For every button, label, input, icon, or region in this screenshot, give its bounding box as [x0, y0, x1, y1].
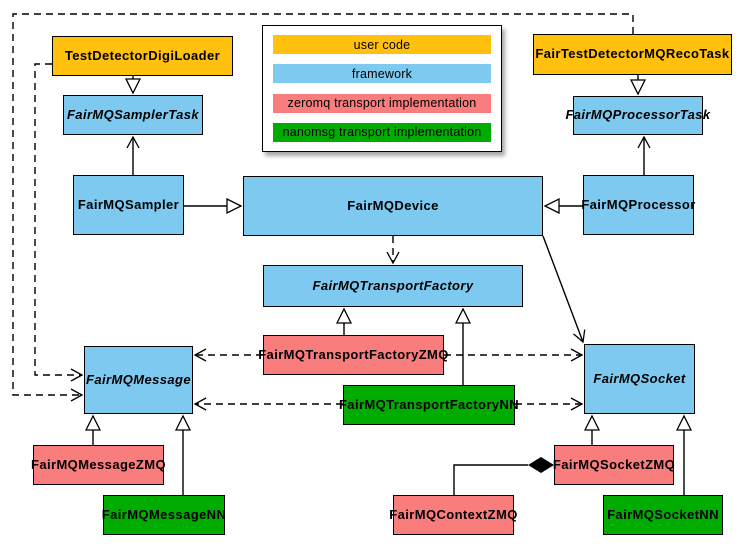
class-box-fairmqdevice: FairMQDevice [243, 176, 543, 236]
legend-item-zeromq: zeromq transport implementation [273, 93, 491, 113]
class-box-testdetectordigiloader: TestDetectorDigiLoader [52, 36, 233, 76]
legend: user code framework zeromq transport imp… [262, 25, 502, 152]
class-box-fairmqtransportfactory: FairMQTransportFactory [263, 265, 523, 307]
legend-item-nanomsg: nanomsg transport implementation [273, 122, 491, 142]
class-box-fairmqtransportfactorynn: FairMQTransportFactoryNN [339, 385, 519, 425]
class-box-fairmqmessagezmq: FairMQMessageZMQ [31, 445, 166, 485]
class-box-fairmqcontextzmq: FairMQContextZMQ [389, 495, 517, 535]
class-box-fairtestdetectormqrecotask: FairTestDetectorMQRecoTask [533, 34, 732, 75]
class-box-fairmqsocketzmq: FairMQSocketZMQ [553, 445, 675, 485]
edge-digiloader-message [34, 63, 84, 382]
class-box-fairmqprocessor: FairMQProcessor [581, 175, 695, 235]
edge-contextzmq-socketzmq [453, 464, 528, 495]
edge-recotask-message [12, 13, 634, 402]
class-box-fairmqmessage: FairMQMessage [84, 346, 193, 414]
class-box-fairmqsocket: FairMQSocket [584, 344, 695, 414]
class-box-fairmqprocessortask: FairMQProcessorTask [565, 96, 710, 135]
class-box-fairmqsocketnn: FairMQSocketNN [603, 495, 723, 535]
class-box-fairmqsamplertask: FairMQSamplerTask [63, 95, 203, 135]
legend-item-framework: framework [273, 64, 491, 84]
class-box-fairmqsampler: FairMQSampler [73, 175, 184, 235]
legend-item-user-code: user code [273, 35, 491, 54]
composition-diamond-icon [528, 457, 554, 473]
class-box-fairmqmessagenn: FairMQMessageNN [102, 495, 226, 535]
edge-device-socket [542, 235, 586, 344]
class-box-fairmqtransportfactoryzmq: FairMQTransportFactoryZMQ [258, 335, 448, 375]
